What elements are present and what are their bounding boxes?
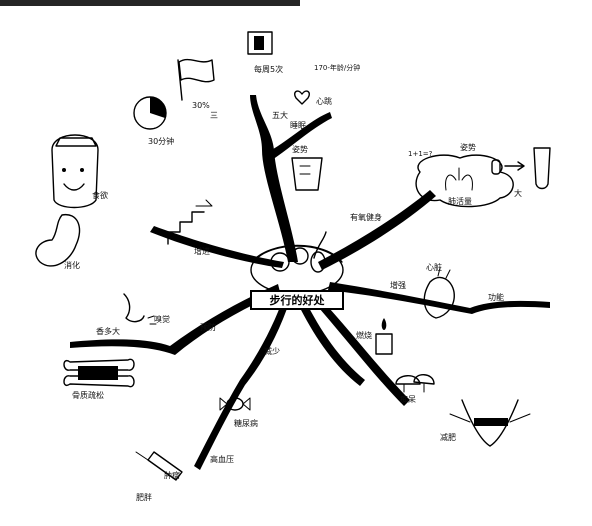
stairs-icon [167,199,213,245]
branch-right-upper [318,190,436,270]
label-heart-small: 心跳 [316,96,332,106]
branch-down [298,300,365,386]
lungs-icon [415,154,514,208]
label-lose: 减肥 [440,432,456,442]
label-stairs: 增进 [194,246,210,256]
label-reduce: 减少 [264,346,280,356]
label-heart: 心脏 [426,262,442,272]
candy-icon [219,397,251,411]
heart-icon [293,90,311,105]
pie-chart-icon [133,96,167,130]
label-smell: 嗅觉 [154,314,170,324]
label-osteoporosis: 骨质疏松 [72,390,104,400]
fat-cells-icon [395,374,435,393]
nose-icon [123,293,157,325]
center-title: 步行的好处 [270,293,326,307]
branch-left-lower [70,284,280,355]
label-nose-word: 香多大 [96,326,120,336]
label-three: 三 [210,111,218,120]
branch-up-right [268,112,332,160]
labels: 五大 睡眠 30% 三 30分钟 每周5次 170-年龄/分钟 心跳 姿势 有氧… [64,63,522,502]
label-digest: 消化 [64,260,80,270]
label-lung-capacity: 肺活量 [448,196,472,206]
face-icon [51,134,99,209]
calendar-icon [247,31,273,55]
label-pulse: 170-年龄/分钟 [314,63,360,72]
label-tumor: 肿瘤 [164,470,180,480]
syringe-icon [135,451,183,481]
label-thirty-min: 30分钟 [148,136,174,146]
center-basket: 步行的好处 [250,231,344,310]
label-hyper: 高血压 [210,454,234,464]
label-percent: 30% [192,101,210,110]
label-big: 大 [514,188,522,198]
top-cropped-text-strip [0,0,300,6]
label-appetite: 食欲 [92,190,108,200]
measuring-cup-icon [291,157,323,191]
flag-icon [177,58,215,101]
label-diabetes: 糖尿病 [234,418,258,428]
waist-icon [449,399,531,447]
candle-icon [375,318,393,355]
label-five-big: 五大 [272,110,288,120]
label-daily-five: 每周5次 [254,64,283,74]
branch-down-left [194,296,290,470]
branch-shapes [70,95,550,470]
label-stable: 增强 [390,280,406,290]
label-ratio: 1+1=? [408,150,433,158]
label-prevent: 预防 [200,322,216,332]
branch-right-middle [328,282,550,314]
label-dementia: 痴呆 [400,394,416,404]
bone-icon [63,358,135,388]
label-sleep: 睡眠 [290,121,306,130]
label-function: 功能 [488,292,504,302]
branch-down-right [312,296,410,406]
label-obese: 肥胖 [136,492,152,502]
stomach-icon [35,214,81,267]
branch-up [250,95,298,262]
label-fitness: 有氧健身 [350,212,382,222]
label-fat: 燃烧 [356,330,372,340]
label-breath: 姿势 [460,142,476,152]
test-tube-icon [491,147,551,190]
branch-left-upper [150,226,284,268]
label-posture: 姿势 [292,144,308,154]
heart-organ-icon [423,267,455,319]
